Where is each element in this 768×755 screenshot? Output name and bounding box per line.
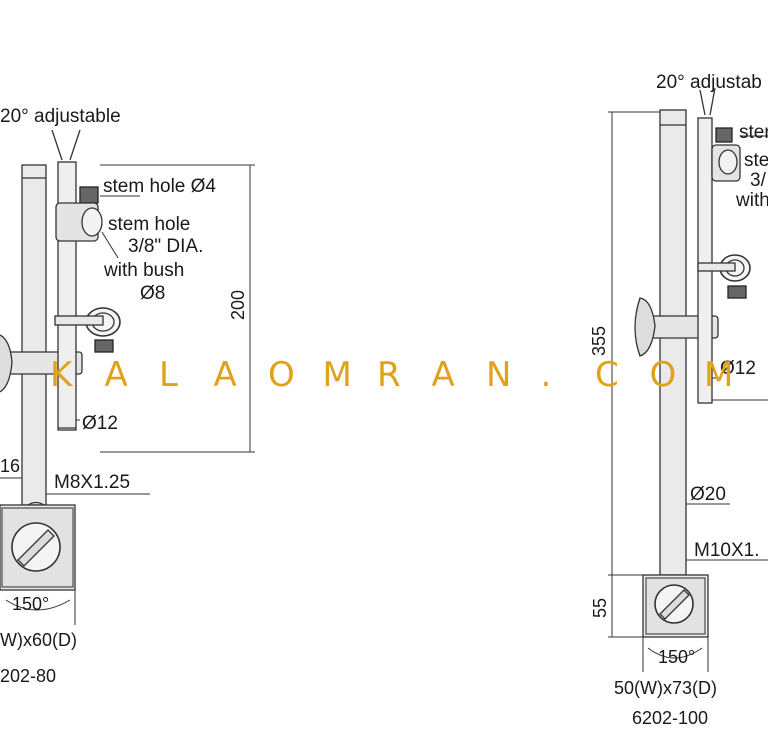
right-bush-label: with (735, 190, 768, 211)
right-rotation-label: 150° (658, 647, 695, 667)
right-stem-hole-2-label: ste (744, 150, 768, 171)
right-stem-hole-label: ster (739, 122, 768, 143)
left-rod-diameter: Ø12 (82, 413, 118, 434)
watermark-letter: . (541, 355, 552, 395)
left-angle-label: 20° adjustable (0, 106, 121, 127)
right-base-size: 50(W)x73(D) (614, 678, 717, 698)
watermark-letter: A (105, 355, 128, 395)
watermark-letter: N (486, 355, 511, 395)
right-angle-label: 20° adjustab (656, 72, 762, 93)
right-stand (608, 87, 768, 672)
left-stand (0, 129, 255, 625)
right-post-diameter: Ø20 (690, 484, 726, 505)
left-dim-16: 16 (0, 456, 20, 476)
left-base-size: W)x60(D) (0, 630, 77, 650)
watermark-letter: M (704, 355, 733, 395)
right-stand-labels: 20° adjustab ster ste 3/ with 355 Ø12 Ø2… (589, 72, 768, 728)
left-knurled-knob (79, 186, 99, 204)
watermark-letter: O (650, 355, 677, 395)
left-bush-dia: Ø8 (140, 283, 165, 304)
watermark-letter: A (432, 355, 455, 395)
right-stem-hole-2-dia: 3/ (750, 170, 767, 191)
watermark-letter: R (377, 355, 401, 395)
left-main-post (21, 164, 47, 506)
watermark-letter: O (268, 355, 295, 395)
right-adjust-rod (697, 117, 713, 404)
left-stand-labels: 20° adjustable stem hole Ø4 stem hole 3/… (0, 106, 248, 686)
left-bush-label: with bush (103, 260, 184, 281)
right-height-dim: 355 (589, 326, 609, 356)
left-stem-hole-2-label: stem hole (108, 214, 190, 235)
right-knurled-knob (715, 127, 733, 143)
left-model-number: 202-80 (0, 666, 56, 686)
watermark-letter: C (595, 355, 619, 395)
left-stem-hole-2-dia: 3/8" DIA. (128, 236, 203, 257)
right-main-post (659, 109, 687, 576)
left-rotation-label: 150° (12, 594, 49, 614)
watermark-letter: A (214, 355, 237, 395)
watermark-letter: M (323, 355, 352, 395)
right-base-height-dim: 55 (590, 598, 610, 618)
watermark-letter: L (159, 355, 178, 395)
right-rod-diameter: Ø12 (720, 358, 756, 379)
right-thread-label: M10X1. (694, 540, 759, 561)
left-thread-label: M8X1.25 (54, 472, 130, 493)
right-model-number: 6202-100 (632, 708, 708, 728)
watermark-letter: K (50, 355, 74, 395)
left-height-dim: 200 (228, 290, 248, 320)
left-stem-hole-label: stem hole Ø4 (103, 176, 216, 197)
